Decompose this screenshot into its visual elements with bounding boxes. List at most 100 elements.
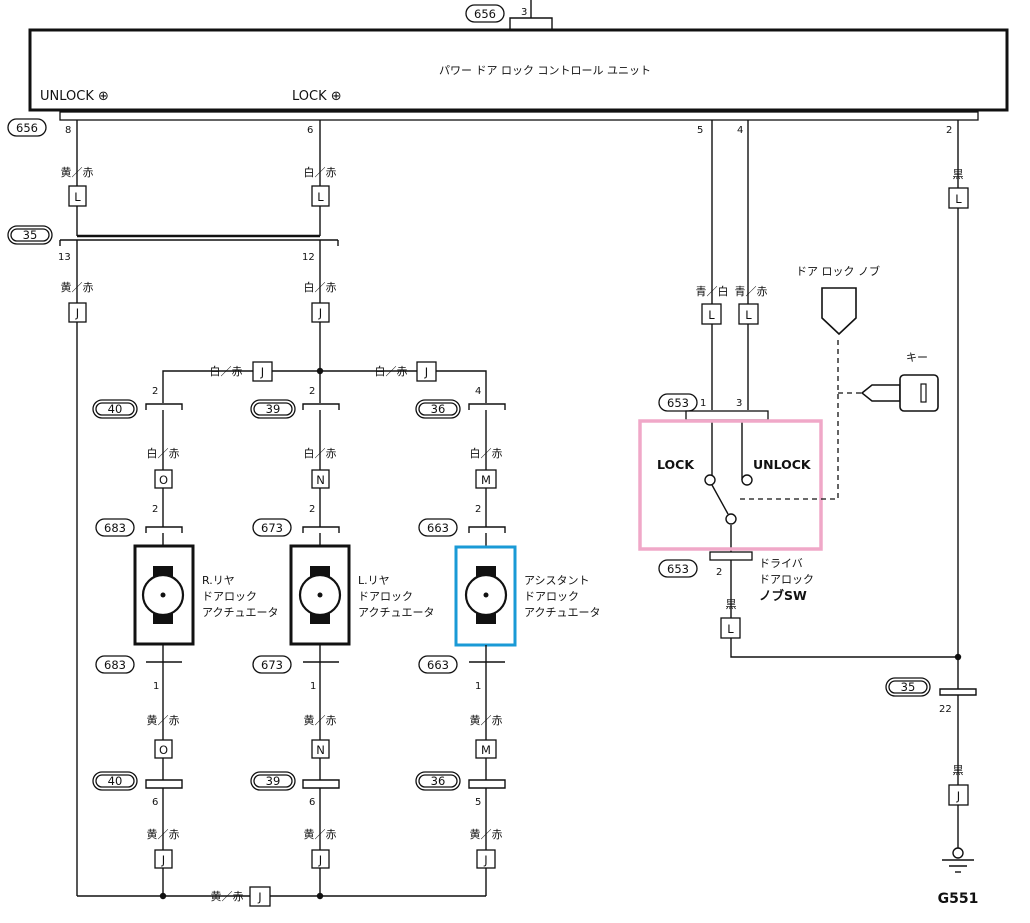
pin-label: 1: [310, 681, 316, 692]
wire-color-label: 黄／赤: [304, 713, 337, 727]
pin-label: 1: [475, 681, 481, 692]
actuator-label-line1: R.リヤ: [202, 574, 235, 587]
assistant-actuator: [454, 545, 517, 647]
pin-label: 2: [309, 504, 315, 515]
connector-683-label: 683: [104, 658, 126, 672]
pin-label: 1: [700, 398, 706, 409]
junction-label: J: [956, 789, 960, 803]
wire-color-label: 白／赤: [304, 446, 337, 460]
connector-656-bottom-label: 656: [16, 121, 38, 135]
wire-color-label: 黄／赤: [304, 827, 337, 841]
wire-color-label: 白／赤: [304, 165, 337, 179]
connector-35-bottom-label: 35: [901, 680, 916, 694]
actuator-label-line2: ドアロック: [358, 590, 413, 603]
unlock-output-label: UNLOCK ⊕: [40, 89, 109, 104]
actuator-label-line2: ドアロック: [524, 590, 579, 603]
pin-label: 2: [152, 386, 158, 397]
connector-40-label: 40: [108, 402, 123, 416]
wire-color-label: 黄／赤: [211, 889, 244, 903]
pin-label: 2: [716, 567, 722, 578]
wire-color-label: 白／赤: [375, 364, 408, 378]
pin-label: 4: [475, 386, 481, 397]
pin-13-label: 13: [58, 252, 71, 263]
connector-663-label: 663: [427, 658, 449, 672]
wire-color-label: 青／白: [696, 284, 729, 298]
junction-label: J: [75, 306, 79, 320]
actuator-label-line2: ドアロック: [202, 590, 257, 603]
wire-color-label: 黒: [953, 764, 964, 777]
pin-8-label: 8: [65, 125, 71, 136]
wire-color-label: 青／赤: [735, 285, 768, 298]
pin-2-label: 2: [946, 125, 952, 136]
junction-label: L: [955, 192, 962, 206]
switch-name-line2: ドアロック: [759, 573, 814, 586]
junction-label: J: [424, 365, 428, 379]
junction-label: L: [745, 308, 752, 322]
wire-color-label: 白／赤: [304, 280, 337, 294]
wires: [59, 120, 962, 900]
pin-label: 1: [153, 681, 159, 692]
switch-name-line3: ノブSW: [759, 588, 807, 603]
control-unit: パワー ドア ロック コントロール ユニット UNLOCK ⊕ LOCK ⊕ 6…: [7, 0, 1009, 137]
junction-label: J: [318, 853, 322, 867]
wire-color-label: 黄／赤: [147, 713, 180, 727]
control-unit-title: パワー ドア ロック コントロール ユニット: [439, 64, 651, 77]
pin-label: 3: [736, 398, 742, 409]
pin-label: 2: [475, 504, 481, 515]
wire-color-label: 黄／赤: [147, 827, 180, 841]
actuator-label-line3: アクチュエータ: [524, 606, 600, 619]
switch-name-line1: ドライバ: [759, 557, 803, 570]
connector-656-top: [465, 4, 505, 23]
connector-673-label: 673: [261, 521, 283, 535]
pin-label: 5: [475, 797, 481, 808]
pin-label: 2: [309, 386, 315, 397]
connector-36-label: 36: [431, 402, 446, 416]
pin-label: 6: [309, 797, 315, 808]
junction-label: O: [159, 473, 168, 487]
actuator-label-line1: L.リヤ: [358, 574, 390, 587]
rear-left-actuator: [289, 544, 351, 646]
junction-label: N: [316, 473, 325, 487]
switch-unlock-label: UNLOCK: [753, 457, 812, 472]
connector-673-label: 673: [261, 658, 283, 672]
wire-color-label: 黄／赤: [61, 280, 94, 294]
wire-color-label: 黒: [726, 598, 737, 611]
connector-653-label: 653: [667, 396, 689, 410]
pin-label: 6: [152, 797, 158, 808]
junction-label: J: [318, 306, 322, 320]
ground-label: G551: [938, 891, 979, 907]
rear-left-circuit: 2 39 白／赤 N 2 673 L.リヤ ドアロック アクチュエータ 673 …: [250, 386, 434, 869]
connector-39-label: 39: [266, 774, 281, 788]
door-lock-knob: ドア ロック ノブ: [796, 264, 880, 336]
ground-icon: [942, 847, 974, 873]
connector-35-top-label: 35: [23, 228, 38, 242]
pin-5-label: 5: [697, 125, 703, 136]
bottom-bus: 黄／赤 J: [211, 886, 271, 907]
junction-label: L: [708, 308, 715, 322]
junction-label: M: [481, 473, 491, 487]
wire-color-label: 黄／赤: [470, 827, 503, 841]
wire-color-label: 白／赤: [470, 446, 503, 460]
switch-highlight: [638, 419, 823, 551]
top-labels: 黄／赤 L 白／赤 L 黄／赤 J 白／赤 J 白／赤 J 白／赤 J: [61, 165, 437, 382]
junction-label: L: [317, 190, 324, 204]
wire-color-label: 黒: [953, 168, 964, 181]
actuator-label-line1: アシスタント: [524, 574, 590, 587]
pin-3-label: 3: [521, 7, 527, 18]
wire-color-label: 黄／赤: [61, 165, 94, 179]
junction-label: J: [161, 853, 165, 867]
junction-label: M: [481, 743, 491, 757]
lock-output-label: LOCK ⊕: [292, 89, 342, 104]
connector-653-label: 653: [667, 562, 689, 576]
connector-39-label: 39: [266, 402, 281, 416]
pin-label: 2: [152, 504, 158, 515]
switch-lock-label: LOCK: [657, 457, 695, 472]
key-label: キー: [906, 351, 928, 364]
actuator-label-line3: アクチュエータ: [358, 606, 434, 619]
rear-right-circuit: 2 40 白／赤 O 2 683 R.リヤ ドアロック アクチュエータ 683 …: [92, 386, 278, 869]
connector-36-label: 36: [431, 774, 446, 788]
junction-label: J: [257, 890, 261, 904]
connector-663-label: 663: [427, 521, 449, 535]
rear-right-actuator: [133, 544, 195, 646]
